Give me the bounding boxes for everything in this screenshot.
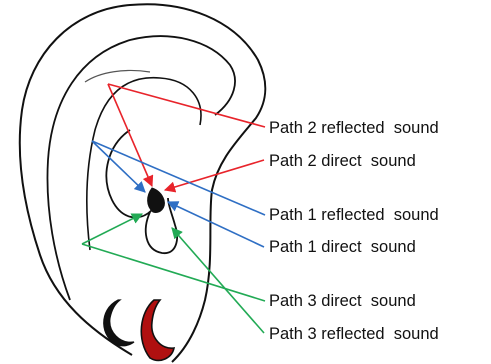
- label-path3-reflected: Path 3 reflected sound: [269, 325, 439, 343]
- upper-crease: [85, 70, 150, 82]
- label-path2-direct: Path 2 direct sound: [269, 152, 416, 170]
- concha-outline: [106, 130, 152, 217]
- path1-reflected-arrow: [92, 141, 145, 192]
- label-path1-reflected: Path 1 reflected sound: [269, 206, 439, 224]
- label-path3-direct: Path 3 direct sound: [269, 292, 416, 310]
- path3-direct-line: [82, 244, 265, 301]
- path3-reflected-arrow: [172, 228, 264, 333]
- red-hoop-earring: [141, 300, 174, 360]
- path1-reflected-line: [92, 141, 265, 215]
- inner-helix-outline: [47, 36, 235, 300]
- path3-shared-arrow: [82, 214, 142, 244]
- ear-canal-opening: [148, 188, 165, 212]
- outer-ear-outline: [20, 4, 266, 362]
- label-path2-reflected: Path 2 reflected sound: [269, 119, 439, 137]
- path2-reflected-line: [108, 84, 265, 127]
- path2-direct-arrow: [165, 160, 264, 190]
- label-path1-direct: Path 1 direct sound: [269, 238, 416, 256]
- path2-reflected-arrow: [108, 84, 152, 186]
